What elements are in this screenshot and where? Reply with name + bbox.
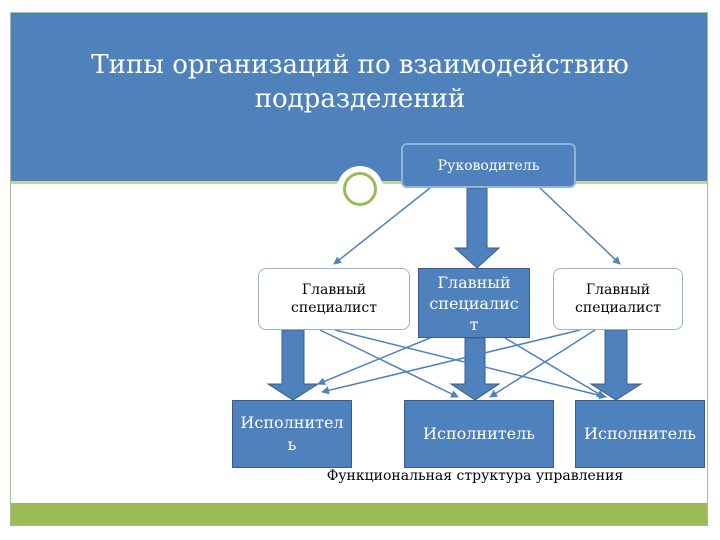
- executor-box-3: Исполнитель: [575, 400, 705, 468]
- executor-label-1: Исполнител ь: [240, 413, 344, 454]
- specialist-box-2: Главный специалис т: [418, 268, 530, 338]
- specialist-box-3: Главный специалист: [553, 268, 683, 330]
- emblem-ring: [343, 172, 377, 206]
- block-arrow-specialist-3-to-executor-3: [589, 329, 643, 401]
- diagram-caption: Функциональная структура управления: [326, 468, 624, 484]
- block-arrow-manager-to-specialist-2: [453, 187, 501, 269]
- executor-label-3: Исполнитель: [584, 424, 696, 443]
- arrow-specialist-3-to-executor-2: [489, 329, 596, 398]
- arrow-specialist-2-to-executor-3: [504, 337, 605, 398]
- slide-title: Типы организаций по взаимодействию подра…: [91, 50, 629, 114]
- block-arrow-specialist-2-to-executor-2: [449, 337, 501, 401]
- manager-label: Руководитель: [437, 157, 540, 174]
- arrow-specialist-2-to-executor-1: [317, 337, 431, 386]
- specialist-label-1: Главный специалист: [291, 282, 377, 316]
- arrow-manager-to-specialist-3: [539, 187, 621, 265]
- specialist-label-3: Главный специалист: [575, 282, 661, 316]
- arrow-manager-to-specialist-1: [333, 187, 431, 265]
- arrow-specialist-1-to-executor-2: [319, 329, 459, 398]
- executor-box-2: Исполнитель: [404, 400, 554, 468]
- arrow-specialist-3-to-executor-1: [321, 329, 581, 395]
- slide-frame: [10, 12, 708, 526]
- executor-label-2: Исполнитель: [423, 424, 535, 443]
- arrow-specialist-1-to-executor-3: [334, 329, 607, 400]
- executor-box-1: Исполнител ь: [232, 400, 352, 468]
- specialist-box-1: Главный специалист: [258, 268, 410, 330]
- manager-box: Руководитель: [401, 143, 576, 188]
- specialist-label-2: Главный специалис т: [429, 272, 519, 334]
- footer-band: [11, 503, 707, 525]
- title-band: [11, 13, 707, 181]
- block-arrow-specialist-1-to-executor-1: [266, 329, 320, 401]
